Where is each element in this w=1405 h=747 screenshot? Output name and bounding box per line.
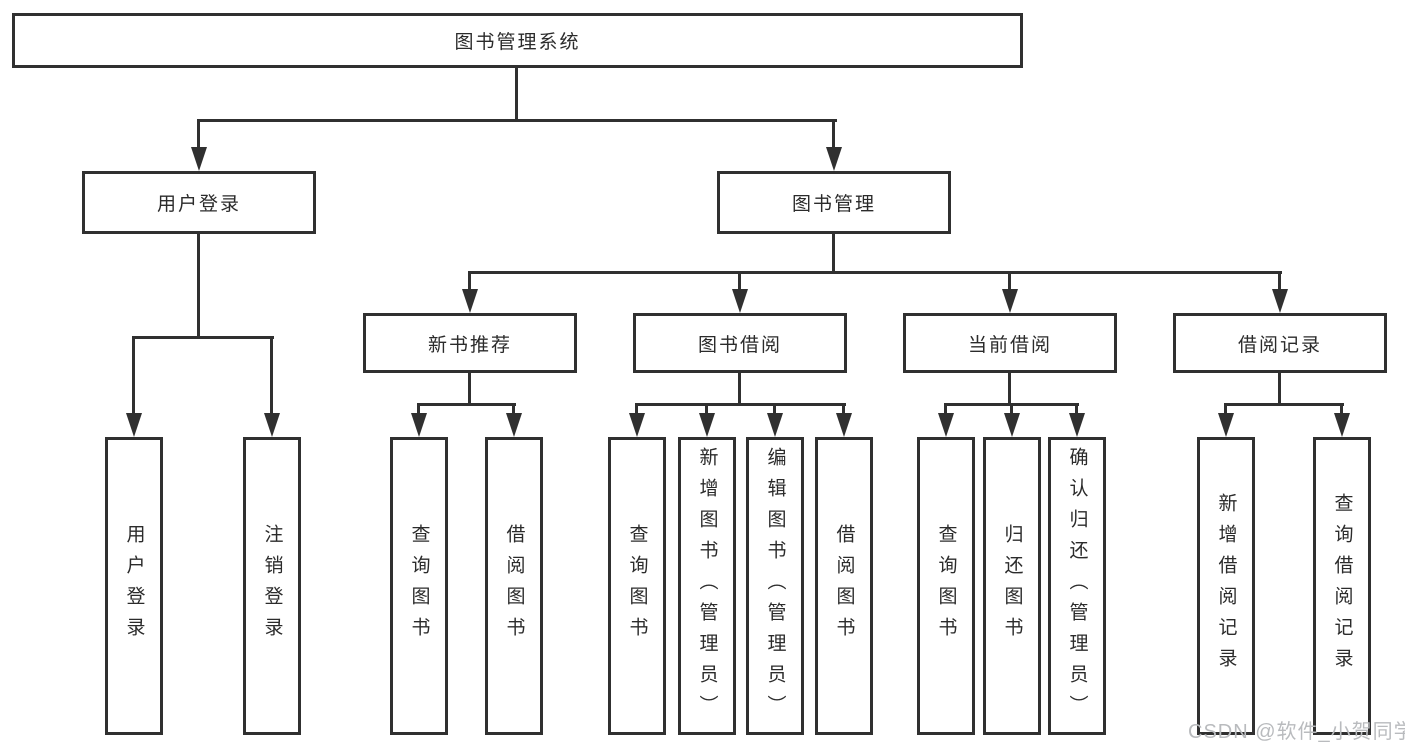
leaf-query-books-recommend: 查询图书 xyxy=(390,437,448,735)
connector-line xyxy=(944,403,947,415)
node-borrow-records: 借阅记录 xyxy=(1173,313,1387,373)
arrowhead-down-icon xyxy=(836,413,852,437)
leaf-add-borrow-record: 新增借阅记录 xyxy=(1197,437,1255,735)
node-book-management: 图书管理 xyxy=(717,171,951,234)
arrowhead-down-icon xyxy=(1334,413,1350,437)
arrowhead-down-icon xyxy=(629,413,645,437)
leaf-user-login: 用户登录 xyxy=(105,437,163,735)
connector-line xyxy=(132,336,274,339)
connector-line xyxy=(832,119,835,151)
connector-line xyxy=(197,234,200,339)
connector-line xyxy=(832,234,835,273)
leaf-query-books-current: 查询图书 xyxy=(917,437,975,735)
arrowhead-down-icon xyxy=(1218,413,1234,437)
leaf-edit-books-admin: 编辑图书（管理员） xyxy=(746,437,804,735)
arrowhead-down-icon xyxy=(699,413,715,437)
connector-line xyxy=(1010,403,1013,415)
connector-line xyxy=(773,403,776,415)
leaf-borrow-books-recommend: 借阅图书 xyxy=(485,437,543,735)
connector-line xyxy=(635,403,846,406)
connector-line xyxy=(1075,403,1078,415)
connector-line xyxy=(1340,403,1343,415)
connector-line xyxy=(1224,403,1344,406)
arrowhead-down-icon xyxy=(191,147,207,171)
leaf-query-borrow-record: 查询借阅记录 xyxy=(1313,437,1371,735)
leaf-logout: 注销登录 xyxy=(243,437,301,735)
connector-line xyxy=(512,403,515,415)
connector-line xyxy=(468,271,1282,274)
connector-line xyxy=(417,403,420,415)
connector-line xyxy=(1224,403,1227,415)
watermark: CSDN @软件_小贺同学 xyxy=(1188,721,1405,743)
connector-line xyxy=(635,403,638,415)
leaf-return-books: 归还图书 xyxy=(983,437,1041,735)
node-root: 图书管理系统 xyxy=(12,13,1023,68)
leaf-add-books-admin: 新增图书（管理员） xyxy=(678,437,736,735)
arrowhead-down-icon xyxy=(1069,413,1085,437)
connector-line xyxy=(132,336,135,416)
arrowhead-down-icon xyxy=(411,413,427,437)
connector-line xyxy=(1008,373,1011,405)
node-user-login: 用户登录 xyxy=(82,171,316,234)
connector-line xyxy=(197,119,200,151)
node-book-borrow: 图书借阅 xyxy=(633,313,847,373)
leaf-confirm-return-admin: 确认归还（管理员） xyxy=(1048,437,1106,735)
leaf-query-books-borrow: 查询图书 xyxy=(608,437,666,735)
connector-line xyxy=(738,271,741,291)
connector-line xyxy=(842,403,845,415)
connector-line xyxy=(197,119,837,122)
connector-line xyxy=(468,373,471,405)
connector-line xyxy=(417,403,516,406)
connector-line xyxy=(705,403,708,415)
arrowhead-down-icon xyxy=(1004,413,1020,437)
arrowhead-down-icon xyxy=(732,289,748,313)
connector-line xyxy=(468,271,471,291)
arrowhead-down-icon xyxy=(767,413,783,437)
connector-line xyxy=(738,373,741,405)
arrowhead-down-icon xyxy=(826,147,842,171)
arrowhead-down-icon xyxy=(1002,289,1018,313)
arrowhead-down-icon xyxy=(938,413,954,437)
arrowhead-down-icon xyxy=(126,413,142,437)
connector-line xyxy=(515,68,518,121)
arrowhead-down-icon xyxy=(1272,289,1288,313)
node-new-book-recommend: 新书推荐 xyxy=(363,313,577,373)
leaf-borrow-books: 借阅图书 xyxy=(815,437,873,735)
arrowhead-down-icon xyxy=(506,413,522,437)
connector-line xyxy=(1008,271,1011,291)
connector-line xyxy=(1278,271,1281,291)
arrowhead-down-icon xyxy=(462,289,478,313)
connector-line xyxy=(270,336,273,416)
connector-line xyxy=(1278,373,1281,405)
arrowhead-down-icon xyxy=(264,413,280,437)
node-current-borrow: 当前借阅 xyxy=(903,313,1117,373)
